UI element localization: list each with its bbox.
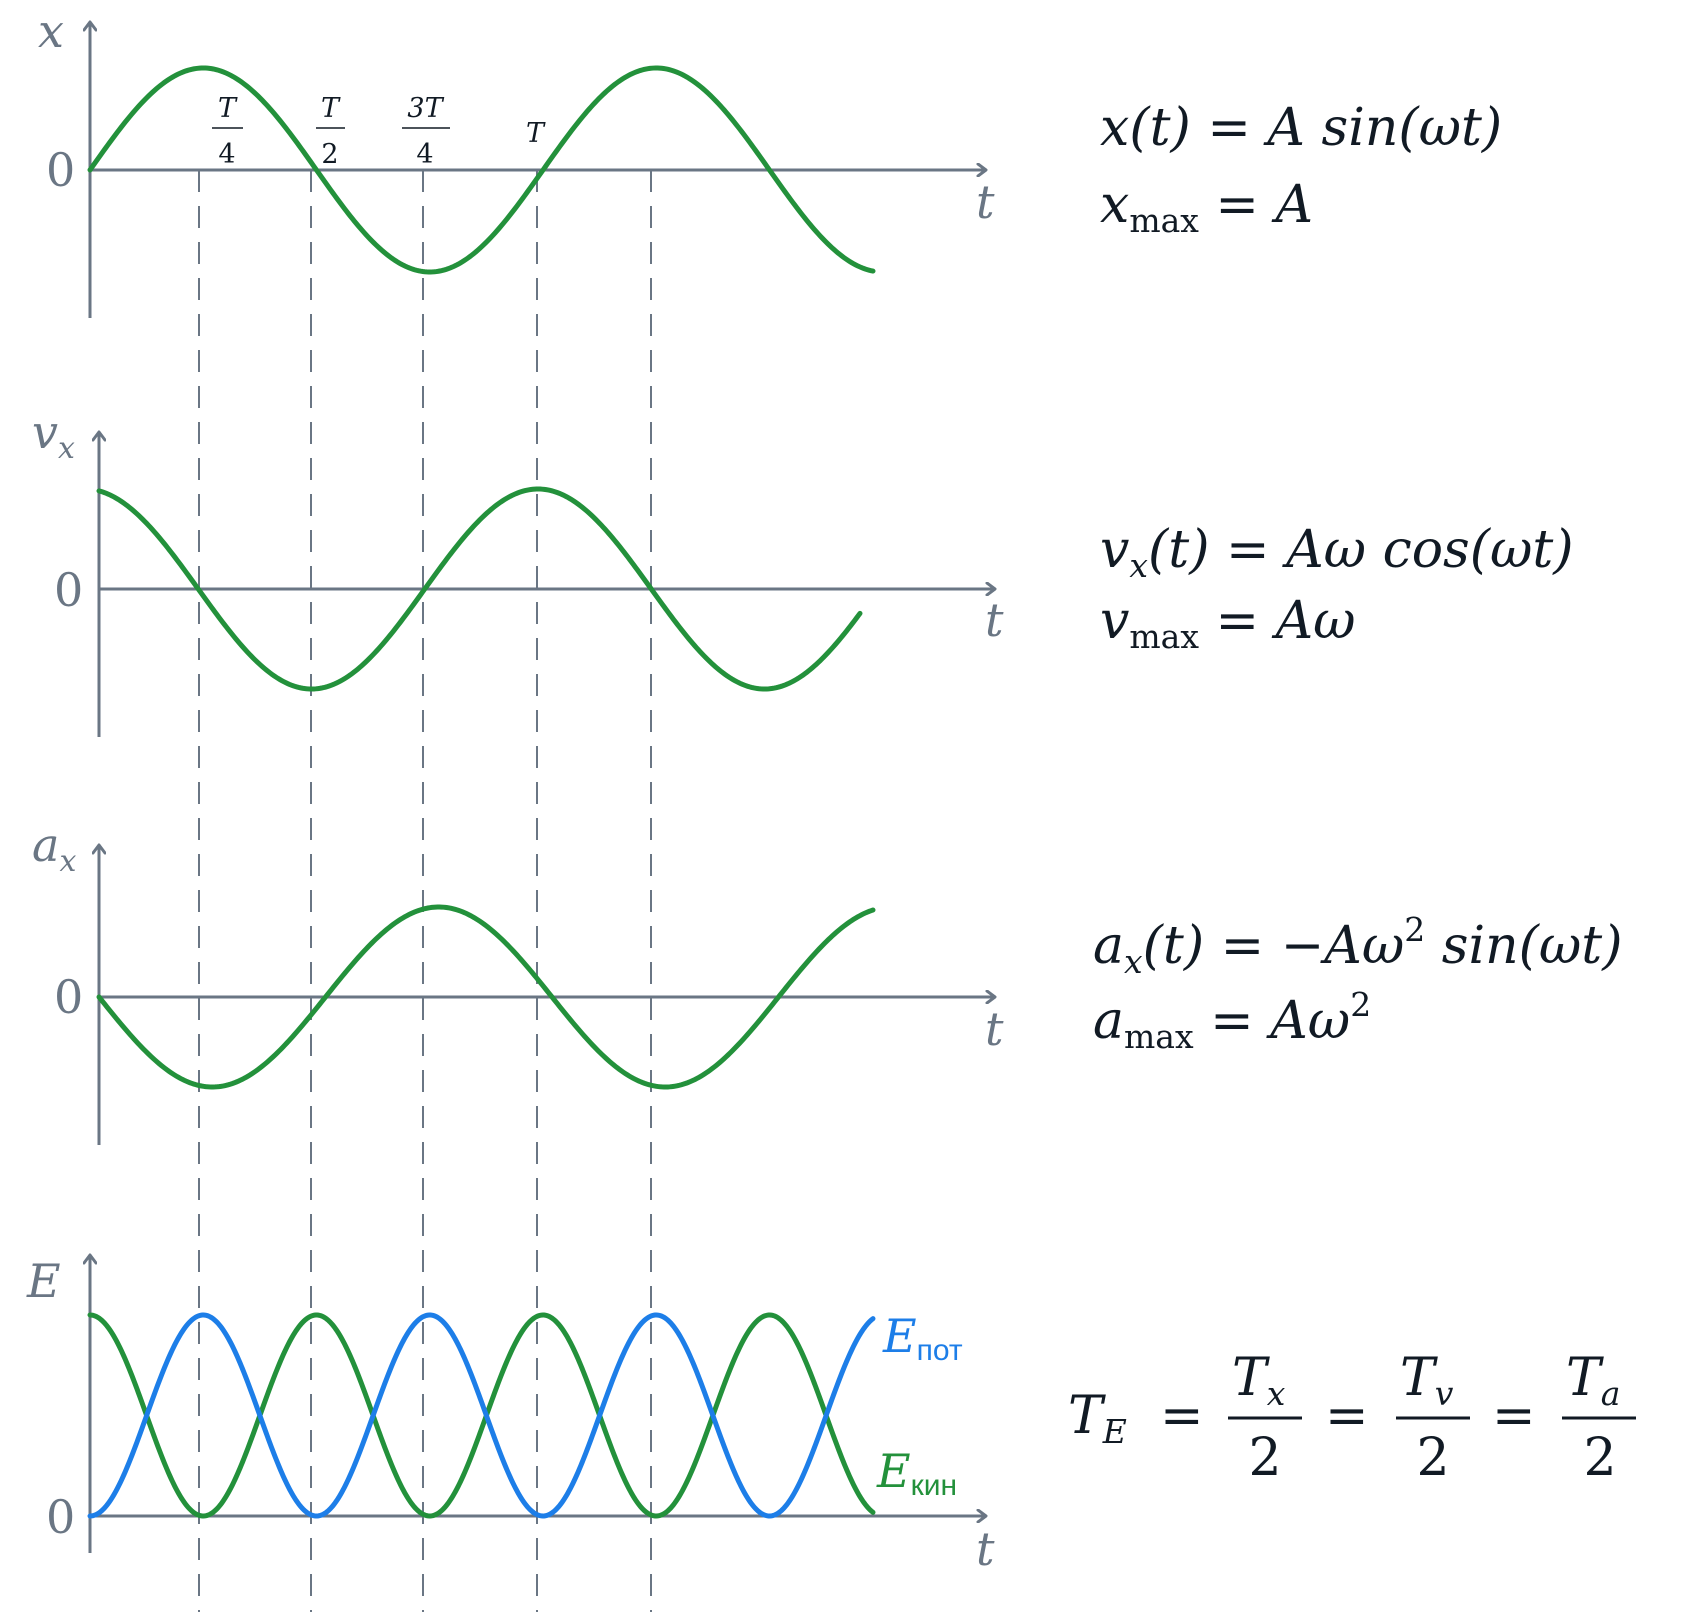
tick-t4-den: 4 bbox=[218, 139, 235, 170]
te-f2-num: Tv bbox=[1400, 1348, 1454, 1413]
te-lhs: TE bbox=[1068, 1386, 1127, 1451]
formula-x: x(t) = A sin(ωt) bbox=[1100, 98, 1502, 158]
e-pot-label: Eпот bbox=[882, 1309, 963, 1367]
tick-t34-den: 4 bbox=[416, 139, 433, 170]
x-graph-t-label: t bbox=[976, 175, 995, 229]
dashed-guide-lines bbox=[198, 170, 652, 1612]
a-graph-t-label: t bbox=[985, 1002, 1004, 1056]
v-graph-ylabel: vx bbox=[32, 405, 75, 466]
te-f1-den: 2 bbox=[1248, 1428, 1281, 1488]
tick-t2-den: 2 bbox=[321, 139, 338, 170]
e-graph-ylabel: E bbox=[26, 1254, 61, 1308]
e-graph-t-label: t bbox=[976, 1522, 995, 1576]
te-eq-1: = bbox=[1160, 1386, 1204, 1446]
te-f3-den: 2 bbox=[1583, 1428, 1616, 1488]
formula-vmax: vmax = Aω bbox=[1100, 591, 1356, 656]
formula-v: vx(t) = Aω cos(ωt) bbox=[1100, 520, 1574, 585]
x-graph-zero-label: 0 bbox=[46, 143, 75, 197]
tick-t2-num: T bbox=[321, 93, 341, 124]
graph-v: vx 0 t bbox=[32, 405, 1004, 737]
v-graph-zero-label: 0 bbox=[54, 563, 83, 617]
e-kin-curve bbox=[87, 1312, 876, 1519]
formula-te: TE = Tx 2 = Tv 2 = Ta 2 bbox=[1068, 1348, 1636, 1488]
te-eq-3: = bbox=[1492, 1386, 1536, 1446]
e-kin-label: Eкин bbox=[876, 1444, 957, 1502]
v-graph-t-label: t bbox=[985, 593, 1004, 647]
formula-amax: amax = Aω2 bbox=[1093, 985, 1371, 1056]
formulas: x(t) = A sin(ωt) xmax = A vx(t) = Aω cos… bbox=[1068, 98, 1636, 1488]
graph-a: ax 0 t bbox=[32, 818, 1004, 1145]
graph-x: x 0 t T 4 T 2 3T 4 T bbox=[38, 4, 995, 318]
a-graph-ylabel: ax bbox=[32, 818, 76, 879]
tick-t4-num: T bbox=[218, 93, 238, 124]
te-f1-num: Tx bbox=[1232, 1348, 1286, 1413]
x-curve bbox=[87, 65, 876, 275]
tick-t1: T bbox=[526, 118, 546, 149]
x-graph-ylabel: x bbox=[38, 4, 64, 58]
formula-xmax: xmax = A bbox=[1100, 175, 1313, 240]
e-graph-zero-label: 0 bbox=[46, 1490, 75, 1544]
tick-t34-num: 3T bbox=[407, 93, 444, 124]
te-eq-2: = bbox=[1325, 1386, 1369, 1446]
v-curve bbox=[96, 486, 863, 692]
te-f3-num: Ta bbox=[1566, 1348, 1620, 1413]
a-curve bbox=[96, 904, 876, 1090]
formula-a: ax(t) = −Aω2 sin(ωt) bbox=[1093, 910, 1622, 981]
e-pot-curve bbox=[87, 1312, 876, 1519]
a-graph-zero-label: 0 bbox=[54, 970, 83, 1024]
graph-energy: E 0 t Eпот Eкин bbox=[26, 1254, 995, 1576]
te-f2-den: 2 bbox=[1416, 1428, 1449, 1488]
